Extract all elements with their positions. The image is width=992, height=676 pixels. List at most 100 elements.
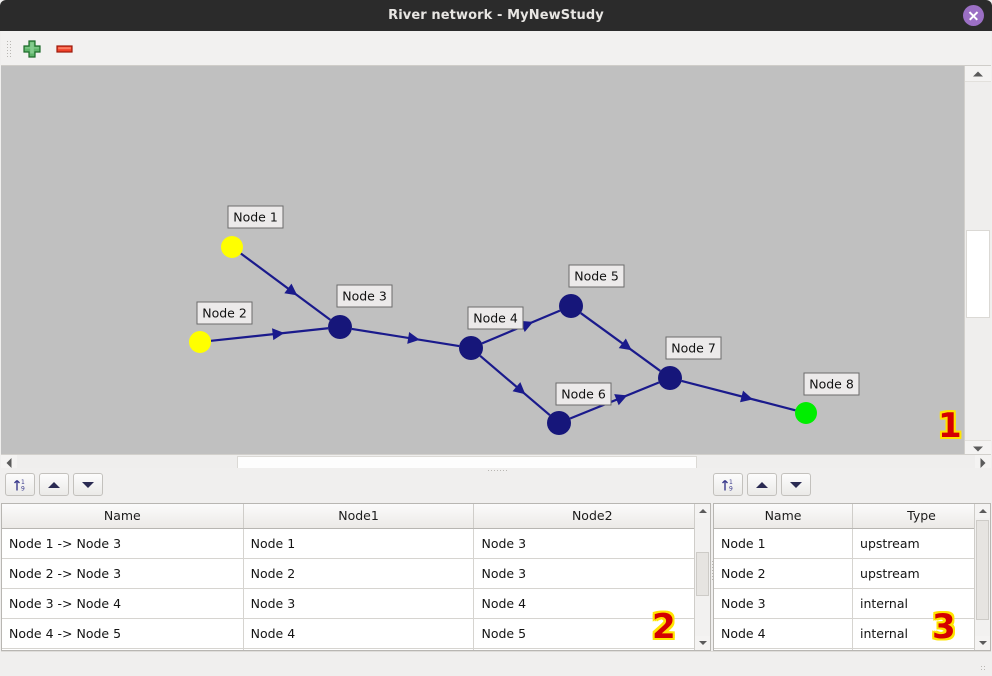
table-cell[interactable]: Node 2	[243, 558, 475, 589]
table-cell[interactable]: Node 1 -> Node 3	[2, 528, 244, 559]
sort-az-icon-nodes[interactable]: 1 9	[713, 473, 743, 496]
edge-arrow-icon	[614, 394, 628, 406]
reaches-table-scrollbar[interactable]	[694, 504, 710, 650]
table-cell[interactable]	[852, 648, 990, 650]
edge-Node6-to-Node7[interactable]	[569, 381, 660, 420]
graph-node-node3[interactable]	[328, 315, 352, 339]
column-header-type[interactable]: Type	[852, 504, 990, 529]
vertical-scroll-track[interactable]	[965, 82, 991, 440]
table-cell[interactable]: Node 2 -> Node 3	[2, 558, 244, 589]
edge-Node7-to-Node8[interactable]	[681, 379, 796, 412]
node-label-text: Node 3	[342, 289, 387, 304]
table-scroll-down-button[interactable]	[695, 636, 710, 650]
resize-grip[interactable]	[980, 665, 987, 672]
table-cell[interactable]	[243, 648, 475, 650]
table-cell[interactable]: Node 3	[243, 588, 475, 619]
node-label-box	[568, 264, 625, 288]
table-scroll-up-button[interactable]	[975, 504, 990, 518]
table-cell[interactable]: Node 3	[714, 588, 854, 619]
table-cell[interactable]	[473, 648, 710, 650]
table-scroll-down-button[interactable]	[975, 636, 990, 650]
edge-Node2-to-Node3[interactable]	[210, 327, 329, 342]
table-scroll-up-button[interactable]	[695, 504, 710, 518]
edge-Node5-to-Node7[interactable]	[580, 312, 661, 372]
table-cell[interactable]: Node 4	[473, 588, 710, 619]
canvas-vertical-scrollbar[interactable]	[964, 66, 991, 456]
move-down-button[interactable]	[73, 473, 103, 496]
table-cell[interactable]	[2, 648, 244, 650]
edge-Node4-to-Node6[interactable]	[479, 354, 551, 417]
table-cell[interactable]: internal	[852, 588, 990, 619]
table-cell[interactable]: upstream	[852, 528, 990, 559]
graph-node-node4[interactable]	[459, 336, 483, 360]
graph-node-node1[interactable]	[221, 236, 243, 258]
nodes-table-scrollbar[interactable]	[974, 504, 990, 650]
table-cell[interactable]: Node 4	[714, 618, 854, 649]
column-header-node1[interactable]: Node1	[243, 504, 475, 529]
table-row[interactable]	[714, 648, 990, 650]
table-row[interactable]	[2, 648, 710, 650]
chevron-up-icon	[978, 509, 987, 513]
graph-node-node8[interactable]	[795, 402, 817, 424]
move-up-button-nodes[interactable]	[747, 473, 777, 496]
close-icon[interactable]	[963, 5, 984, 26]
edge-arrow-icon	[407, 332, 420, 344]
column-header-node2[interactable]: Node2	[473, 504, 710, 529]
node-label-text: Node 8	[809, 377, 854, 392]
scroll-up-button[interactable]	[965, 66, 991, 82]
canvas-horizontal-scrollbar[interactable]	[1, 454, 991, 470]
edge-arrow-icon	[272, 328, 285, 341]
scroll-left-button[interactable]	[1, 455, 17, 470]
table-cell[interactable]: Node 3 -> Node 4	[2, 588, 244, 619]
table-cell[interactable]: upstream	[852, 558, 990, 589]
graph-node-node2[interactable]	[189, 331, 211, 353]
table-scroll-thumb[interactable]	[696, 552, 709, 596]
column-header-name[interactable]: Name	[714, 504, 854, 529]
horizontal-splitter[interactable]	[1, 468, 991, 473]
edge-Node1-to-Node3[interactable]	[240, 252, 332, 321]
add-plus-icon[interactable]	[21, 39, 43, 59]
node-label-box	[665, 336, 722, 360]
table-cell[interactable]	[714, 648, 854, 650]
table-cell[interactable]: Node 5	[473, 618, 710, 649]
table-cell[interactable]: Node 2	[714, 558, 854, 589]
table-cell[interactable]: Node 1	[714, 528, 854, 559]
table-cell[interactable]: Node 1	[243, 528, 475, 559]
vertical-scroll-thumb[interactable]	[966, 230, 990, 318]
toolbar-drag-handle[interactable]	[6, 40, 11, 58]
graph-node-node7[interactable]	[658, 366, 682, 390]
column-header-name[interactable]: Name	[2, 504, 244, 529]
chevron-down-icon	[973, 446, 983, 451]
sort-az-icon[interactable]: 1 9	[5, 473, 35, 496]
table-cell[interactable]: Node 4	[243, 618, 475, 649]
graph-node-node6[interactable]	[547, 411, 571, 435]
svg-text:9: 9	[21, 485, 25, 492]
delete-minus-icon[interactable]	[53, 39, 75, 59]
table-cell[interactable]: Node 4 -> Node 5	[2, 618, 244, 649]
table-cell[interactable]: Node 3	[473, 528, 710, 559]
pane-splitter-grip[interactable]	[711, 560, 714, 582]
graph-node-node5[interactable]	[559, 294, 583, 318]
edge-Node3-to-Node4[interactable]	[351, 327, 460, 348]
table-cell[interactable]: internal	[852, 618, 990, 649]
move-up-button[interactable]	[39, 473, 69, 496]
table-cell[interactable]: Node 3	[473, 558, 710, 589]
table-scroll-thumb[interactable]	[976, 520, 989, 620]
scroll-down-button[interactable]	[965, 440, 991, 456]
move-down-button-nodes[interactable]	[781, 473, 811, 496]
scroll-right-button[interactable]	[975, 455, 991, 470]
